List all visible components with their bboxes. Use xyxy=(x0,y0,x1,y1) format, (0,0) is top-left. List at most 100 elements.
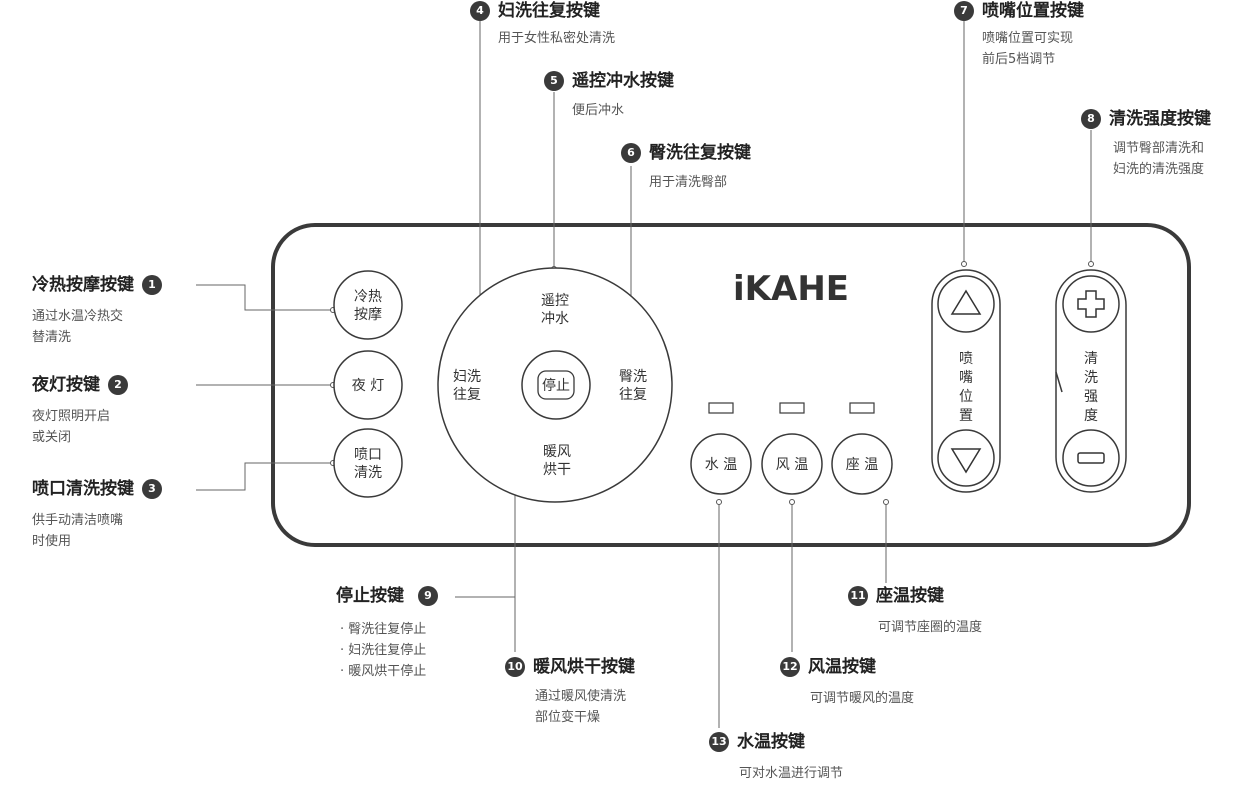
triangle-up-icon xyxy=(950,289,982,315)
wash-strength-label: 清 洗 强 度 xyxy=(1084,351,1098,424)
annotation-title: 喷口清洗按键 xyxy=(32,479,134,499)
annotation-desc: 夜灯照明开启或关闭 xyxy=(32,409,111,445)
svg-text:洗: 洗 xyxy=(1084,370,1098,386)
button-label: 夜 灯 xyxy=(352,378,384,394)
annotation-4: 4 妇洗往复按键 用于女性私密处清洗 xyxy=(470,0,615,49)
nozzle-forward-button[interactable] xyxy=(937,275,995,333)
air-temp-indicator xyxy=(779,402,805,414)
annotation-7: 7 喷嘴位置按键 喷嘴位置可实现前后5档调节 xyxy=(954,0,1084,70)
badge-1: 1 xyxy=(142,275,162,295)
badge-5: 5 xyxy=(544,71,564,91)
annotation-11: 11 座温按键 可调节座圈的温度 xyxy=(848,585,982,638)
badge-8: 8 xyxy=(1081,109,1101,129)
button-label: 妇洗 xyxy=(453,368,481,385)
air-temp-button[interactable]: 风 温 xyxy=(761,433,823,495)
annotation-title: 遥控冲水按键 xyxy=(572,71,674,91)
annotation-title: 妇洗往复按键 xyxy=(498,1,600,21)
button-label: 往复 xyxy=(453,386,481,403)
badge-6: 6 xyxy=(621,143,641,163)
water-temp-button[interactable]: 水 温 xyxy=(690,433,752,495)
plus-icon xyxy=(1077,290,1105,318)
annotation-desc: 便后冲水 xyxy=(572,103,625,118)
hot-cold-massage-button[interactable]: 冷热 按摩 xyxy=(333,270,403,340)
svg-text:置: 置 xyxy=(959,408,973,424)
annotation-desc: 用于女性私密处清洗 xyxy=(498,31,616,46)
annotation-8: 8 清洗强度按键 调节臀部清洗和妇洗的清洗强度 xyxy=(1081,108,1211,180)
badge-3: 3 xyxy=(142,479,162,499)
annotation-2: 2 夜灯按键 夜灯照明开启或关闭 xyxy=(32,374,196,448)
button-label: 冲水 xyxy=(541,311,569,327)
svg-text:喷: 喷 xyxy=(959,351,973,367)
nozzle-position-label: 喷 嘴 位 置 xyxy=(959,351,973,424)
night-light-button[interactable]: 夜 灯 xyxy=(333,350,403,420)
annotation-desc: 可调节座圈的温度 xyxy=(878,620,983,635)
annotation-12: 12 风温按键 可调节暖风的温度 xyxy=(780,656,914,709)
annotation-title: 夜灯按键 xyxy=(32,375,100,395)
nozzle-clean-button[interactable]: 喷口 清洗 xyxy=(333,428,403,498)
female-wash-button[interactable]: 妇洗 往复 xyxy=(453,368,481,403)
annotation-desc: 可对水温进行调节 xyxy=(739,766,844,781)
annotation-13: 13 水温按键 可对水温进行调节 xyxy=(709,731,843,784)
annotation-desc: 可调节暖风的温度 xyxy=(810,691,915,706)
seat-temp-indicator xyxy=(849,402,875,414)
annotation-desc: 供手动清洁喷嘴时使用 xyxy=(32,513,124,549)
button-label: 臀洗 xyxy=(619,369,647,385)
annotation-title: 座温按键 xyxy=(876,586,944,606)
annotation-3: 3 喷口清洗按键 供手动清洁喷嘴时使用 xyxy=(32,478,196,552)
triangle-down-icon xyxy=(950,448,982,474)
annotation-title: 喷嘴位置按键 xyxy=(982,1,1084,21)
badge-4: 4 xyxy=(470,1,490,21)
svg-text:度: 度 xyxy=(1084,408,1098,424)
svg-text:清: 清 xyxy=(1084,351,1098,367)
annotation-title: 臀洗往复按键 xyxy=(649,143,751,163)
annotation-9: 停止按键 9 · 臀洗往复停止· 妇洗往复停止· 暖风烘干停止 xyxy=(336,585,438,682)
annotation-5: 5 遥控冲水按键 便后冲水 xyxy=(544,70,674,121)
hip-wash-button[interactable]: 臀洗 往复 xyxy=(619,369,647,403)
annotation-10: 10 暖风烘干按键 通过暖风使清洗部位变干燥 xyxy=(505,656,635,728)
annotation-desc: 通过暖风使清洗部位变干燥 xyxy=(535,689,627,725)
seat-temp-button[interactable]: 座 温 xyxy=(831,433,893,495)
annotation-1: 1 冷热按摩按键 通过水温冷热交替清洗 xyxy=(32,274,196,348)
badge-13: 13 xyxy=(709,732,729,752)
badge-7: 7 xyxy=(954,1,974,21)
badge-2: 2 xyxy=(108,375,128,395)
annotation-title: 风温按键 xyxy=(808,657,876,677)
button-label: 往复 xyxy=(619,386,647,403)
button-label: 冷热 xyxy=(354,289,382,305)
strength-decrease-button[interactable] xyxy=(1062,429,1120,487)
badge-11: 11 xyxy=(848,586,868,606)
nozzle-backward-button[interactable] xyxy=(937,429,995,487)
button-label: 烘干 xyxy=(543,462,571,478)
annotation-desc: 调节臀部清洗和妇洗的清洗强度 xyxy=(1113,141,1205,177)
strength-increase-button[interactable] xyxy=(1062,275,1120,333)
badge-12: 12 xyxy=(780,657,800,677)
button-label: 停止 xyxy=(542,377,570,394)
annotation-desc: 通过水温冷热交替清洗 xyxy=(32,309,124,345)
annotation-desc: · 臀洗往复停止· 妇洗往复停止· 暖风烘干停止 xyxy=(340,622,427,679)
minus-icon xyxy=(1077,452,1105,464)
annotation-title: 冷热按摩按键 xyxy=(32,275,134,295)
button-label: 清洗 xyxy=(354,465,382,481)
svg-text:位: 位 xyxy=(959,389,973,405)
annotation-title: 停止按键 xyxy=(336,586,404,606)
annotation-desc: 喷嘴位置可实现前后5档调节 xyxy=(982,31,1074,67)
svg-text:强: 强 xyxy=(1084,389,1098,405)
button-label: 遥控 xyxy=(541,293,569,309)
button-label: 喷口 xyxy=(354,447,382,463)
remote-flush-button[interactable]: 遥控 冲水 xyxy=(541,293,569,327)
badge-10: 10 xyxy=(505,657,525,677)
panel-outline xyxy=(271,223,1191,547)
svg-text:嘴: 嘴 xyxy=(959,370,973,386)
warm-air-dry-button[interactable]: 暖风 烘干 xyxy=(543,444,571,478)
button-label: 水 温 xyxy=(705,457,737,473)
button-label: 暖风 xyxy=(543,444,571,460)
annotation-title: 水温按键 xyxy=(737,732,805,752)
button-label: 风 温 xyxy=(776,457,808,473)
annotation-desc: 用于清洗臀部 xyxy=(649,175,728,190)
stop-button[interactable]: 停止 xyxy=(521,350,591,420)
annotation-title: 暖风烘干按键 xyxy=(533,657,635,677)
button-label: 按摩 xyxy=(354,306,382,323)
annotation-title: 清洗强度按键 xyxy=(1109,109,1211,129)
brand-logo: iKAHE xyxy=(733,269,849,309)
